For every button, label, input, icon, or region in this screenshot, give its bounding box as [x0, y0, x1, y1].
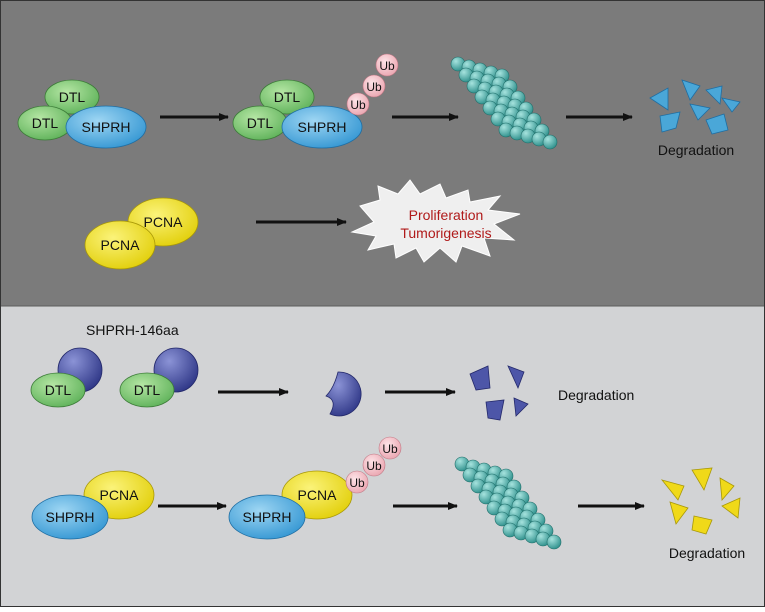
degradation-label: Degradation	[558, 387, 634, 403]
ub-label: Ub	[366, 459, 382, 473]
pcna-label: PCNA	[298, 487, 338, 503]
fragments-icon	[469, 365, 529, 421]
pcna-label: PCNA	[101, 237, 141, 253]
proteasome-subunit	[542, 134, 558, 150]
bottom-panel	[0, 306, 765, 607]
shprh-label: SHPRH	[297, 119, 346, 135]
shprh-pcna-complex: PCNA SHPRH	[31, 470, 155, 540]
degradation-label: Degradation	[669, 545, 745, 561]
dtl-shprh146-complex: DTL	[30, 347, 103, 408]
ub-label: Ub	[366, 80, 382, 94]
pcna-dimer: PCNA PCNA	[84, 197, 199, 270]
dtl-label: DTL	[134, 382, 161, 398]
dtl-label: DTL	[59, 89, 86, 105]
shprh-label: SHPRH	[81, 119, 130, 135]
shprh-146aa-label: SHPRH-146aa	[86, 322, 179, 338]
pcna-label: PCNA	[100, 487, 140, 503]
proteasome-icon	[454, 456, 562, 550]
ubiquitinated-shprh-pcna-complex: PCNA SHPRH Ub Ub Ub	[228, 436, 402, 540]
fragments-icon	[649, 79, 741, 135]
shprh146-monomer	[325, 371, 362, 417]
ubiquitinated-dtl-shprh-complex: DTL DTL SHPRH Ub Ub Ub	[232, 53, 399, 149]
ub-label: Ub	[382, 442, 398, 456]
dtl-label: DTL	[274, 89, 301, 105]
dtl-shprh146-complex: DTL	[119, 347, 199, 408]
fragments-icon	[660, 467, 741, 535]
shprh-label: SHPRH	[242, 509, 291, 525]
dtl-shprh-complex: DTL DTL SHPRH	[17, 79, 147, 149]
dtl-label: DTL	[45, 382, 72, 398]
proteasome-icon	[450, 56, 558, 150]
proteasome-subunit	[546, 534, 562, 550]
dtl-label: DTL	[32, 115, 59, 131]
degradation-label: Degradation	[658, 142, 734, 158]
dtl-label: DTL	[247, 115, 274, 131]
tumorigenesis-label: Tumorigenesis	[400, 225, 491, 241]
proliferation-label: Proliferation	[409, 207, 484, 223]
shprh-label: SHPRH	[45, 509, 94, 525]
ub-label: Ub	[350, 98, 366, 112]
ub-label: Ub	[349, 476, 365, 490]
pcna-label: PCNA	[144, 214, 184, 230]
ub-label: Ub	[379, 59, 395, 73]
burst-icon: Proliferation Tumorigenesis	[350, 179, 521, 263]
